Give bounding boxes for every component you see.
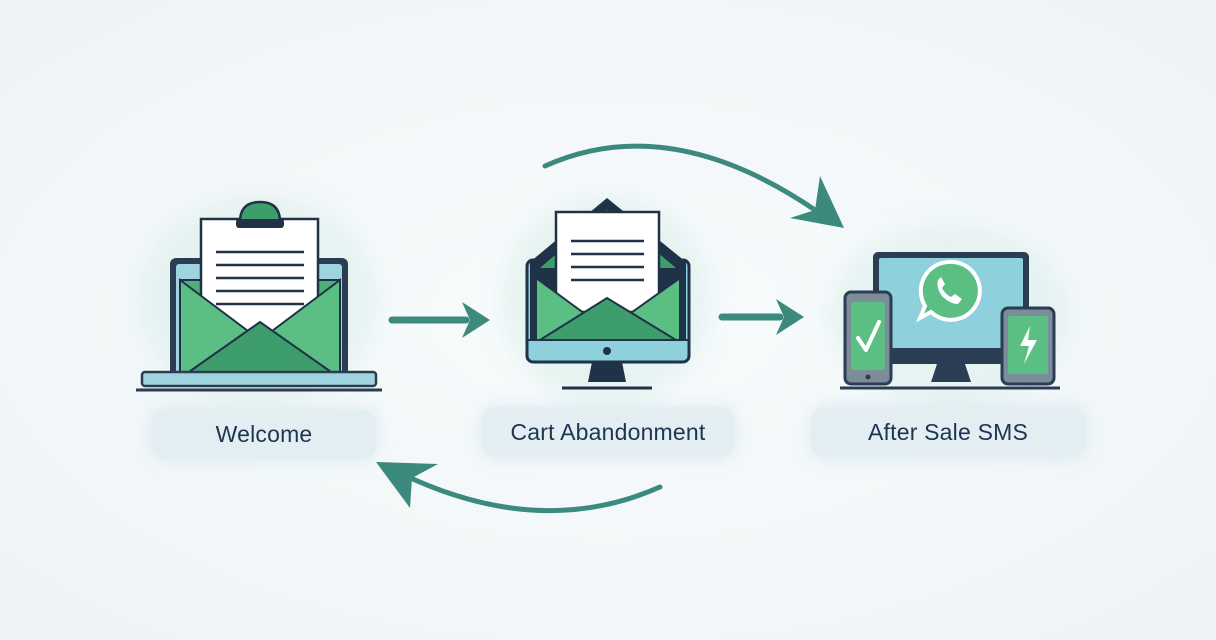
arrow-curved-bottom	[376, 462, 663, 514]
arrow-curved-top	[542, 143, 844, 228]
step-label-cart-abandonment: Cart Abandonment	[481, 407, 735, 457]
step-label-text: After Sale SMS	[867, 418, 1029, 445]
monitor-email-icon	[525, 198, 691, 390]
step-label-after-sale-sms: After Sale SMS	[811, 407, 1085, 457]
arrow-cart-to-after-sale	[718, 299, 804, 335]
multi-device-whatsapp-icon	[840, 252, 1060, 390]
step-label-text: Welcome	[215, 420, 313, 447]
whatsapp-icon	[915, 259, 982, 323]
laptop-email-icon	[136, 200, 382, 392]
step-label-welcome: Welcome	[152, 409, 376, 459]
step-label-text: Cart Abandonment	[510, 418, 706, 445]
arrow-welcome-to-cart	[388, 302, 490, 338]
